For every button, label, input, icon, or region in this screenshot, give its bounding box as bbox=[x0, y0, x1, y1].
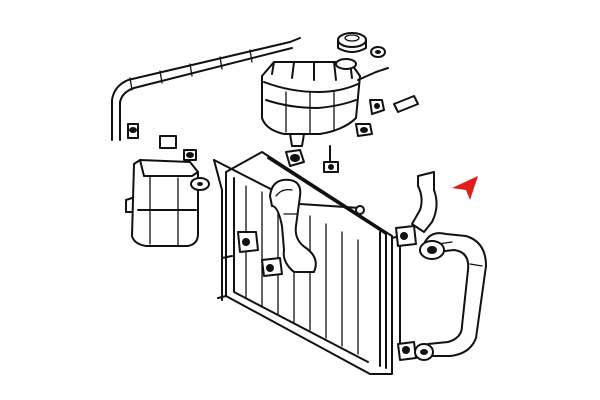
upper-radiator-hose bbox=[269, 178, 317, 273]
expansion-tank bbox=[261, 58, 389, 147]
temperature-sensor bbox=[323, 145, 339, 173]
lower-radiator-hose bbox=[411, 171, 487, 361]
expansion-tank-cap bbox=[337, 32, 386, 58]
washer-fluid-reservoir bbox=[125, 159, 210, 247]
pointer-arrow-icon bbox=[452, 176, 478, 200]
coolant-overflow-line bbox=[111, 37, 301, 141]
hose-clamps bbox=[127, 95, 419, 167]
